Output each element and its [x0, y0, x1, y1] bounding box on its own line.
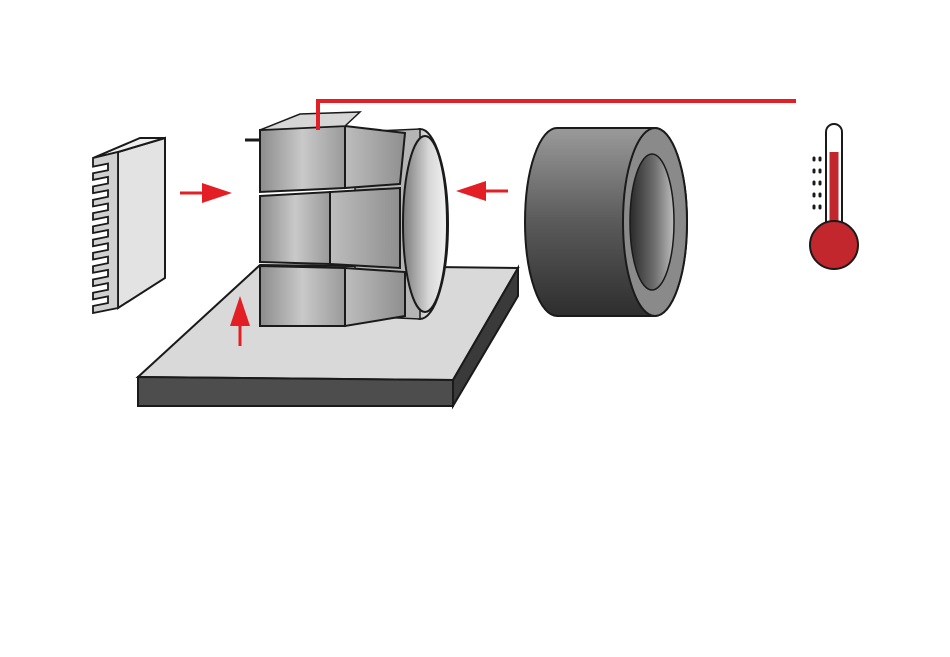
transformer-core	[245, 112, 448, 326]
thermometer-icon	[810, 124, 858, 269]
cover-ring	[525, 128, 687, 316]
core-segments	[260, 112, 405, 326]
arrow-from-heat-sink	[180, 183, 232, 203]
arrow-from-cover-ring	[456, 181, 508, 201]
heat-sink	[93, 138, 165, 313]
sensor-lead-line	[318, 101, 796, 130]
